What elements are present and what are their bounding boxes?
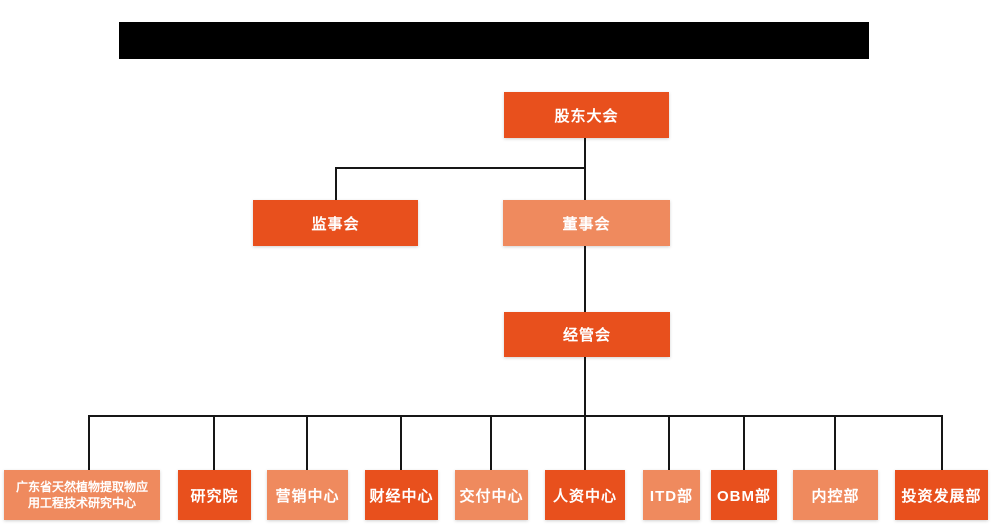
connector-bus-line: [88, 415, 943, 417]
node-shareholders-meeting: 股东大会: [504, 92, 669, 138]
connector-line: [668, 415, 670, 470]
dept-guangdong-research-center: 广东省天然植物提取物应 用工程技术研究中心: [4, 470, 160, 520]
connector-line: [584, 246, 586, 312]
dept-finance-center: 财经中心: [365, 470, 438, 520]
connector-line: [335, 167, 337, 200]
connector-line: [490, 415, 492, 470]
dept-hr-center: 人资中心: [545, 470, 625, 520]
node-supervisory-board: 监事会: [253, 200, 418, 246]
dept-investment-development: 投资发展部: [895, 470, 988, 520]
node-board-of-directors: 董事会: [503, 200, 670, 246]
dept-marketing-center: 营销中心: [267, 470, 348, 520]
connector-line: [88, 415, 90, 470]
dept-internal-control: 内控部: [793, 470, 878, 520]
connector-line: [941, 415, 943, 470]
connector-line: [584, 415, 586, 470]
connector-line: [400, 415, 402, 470]
dept-research-institute: 研究院: [178, 470, 251, 520]
connector-line: [584, 138, 586, 200]
dept-itd: ITD部: [643, 470, 700, 520]
connector-line: [213, 415, 215, 470]
node-management-committee: 经管会: [504, 312, 670, 357]
connector-line: [306, 415, 308, 470]
dept-obm: OBM部: [711, 470, 777, 520]
connector-line: [834, 415, 836, 470]
connector-line: [584, 357, 586, 416]
dept-delivery-center: 交付中心: [455, 470, 528, 520]
title-redacted-bar: [119, 22, 869, 59]
connector-line: [743, 415, 745, 470]
connector-line: [335, 167, 586, 169]
